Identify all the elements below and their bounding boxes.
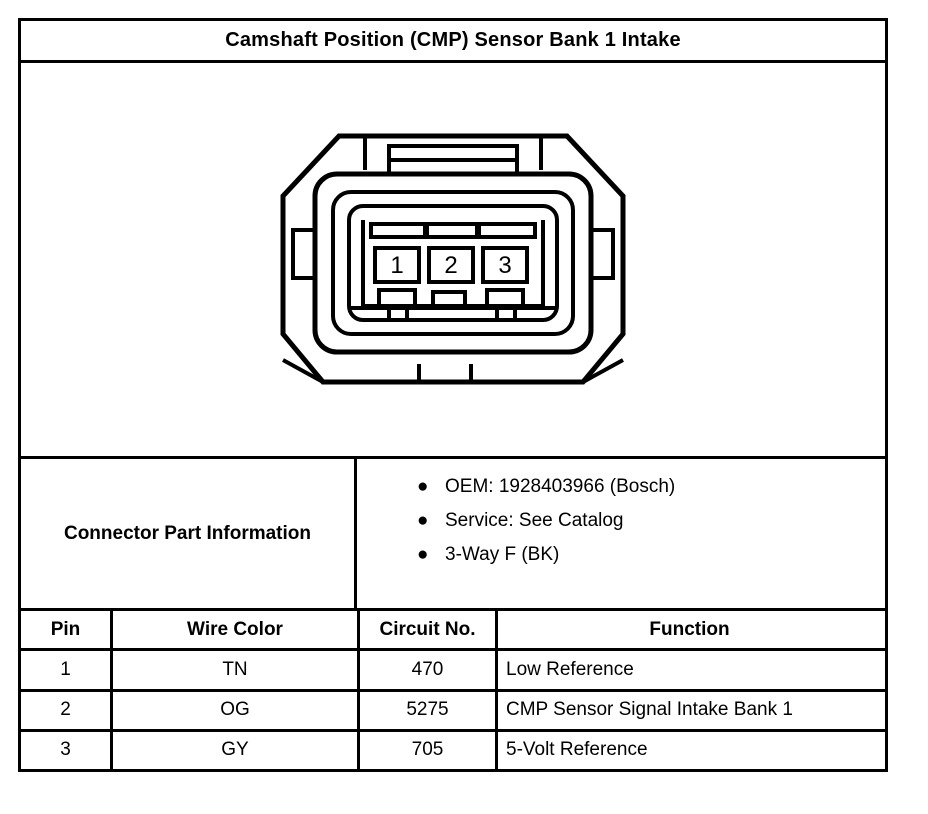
cell-pin: 3 [21, 731, 113, 769]
connector-part-information-label: Connector Part Information [63, 522, 311, 544]
pin-cavity-2 [427, 245, 475, 284]
document-title-bar: Camshaft Position (CMP) Sensor Bank 1 In… [21, 21, 885, 63]
column-header-circuit-no: Circuit No. [360, 611, 498, 649]
connector-bottom-rail [282, 357, 624, 384]
pin-cavity-1 [373, 245, 421, 284]
cell-function: 5-Volt Reference [506, 739, 648, 761]
connector-body-inner [347, 203, 559, 322]
connector-part-information-label-cell: Connector Part Information [21, 459, 357, 608]
connector-illustration: 1 2 3 [21, 120, 885, 400]
column-header-pin: Pin [21, 611, 113, 649]
list-item: ● Service: See Catalog [417, 509, 885, 533]
pin-cavity-3 [481, 245, 529, 284]
part-info-service: Service: See Catalog [445, 510, 624, 531]
pin-number-2: 2 [444, 252, 457, 279]
part-info-way-count: 3-Way F (BK) [445, 544, 560, 565]
cell-circuit: 705 [360, 731, 498, 769]
cell-color: TN [113, 651, 360, 689]
connector-diagram-panel: 1 2 3 [21, 63, 885, 459]
cell-function: CMP Sensor Signal Intake Bank 1 [506, 699, 793, 721]
table-row: 2 OG 5275 CMP Sensor Signal Intake Bank … [21, 691, 885, 732]
connector-part-information-row: Connector Part Information ● OEM: 192840… [21, 459, 885, 611]
terminal-slot-3 [477, 221, 537, 239]
cell-pin: 1 [21, 651, 113, 689]
column-header-wire-color: Wire Color [113, 611, 360, 649]
connector-side-tab-right [589, 227, 615, 280]
cell-function: Low Reference [506, 658, 634, 680]
cell-circuit: 470 [360, 651, 498, 689]
terminal-blade-2 [431, 289, 467, 308]
column-header-function: Function [649, 618, 730, 640]
connector-top-latch-outer [363, 133, 543, 170]
table-row: 3 GY 705 5-Volt Reference [21, 731, 885, 769]
connector-side-tab-left [291, 227, 317, 280]
pin-number-1: 1 [390, 252, 403, 279]
table-row: 1 TN 470 Low Reference [21, 651, 885, 692]
bullet-icon: ● [417, 476, 429, 497]
cell-color: OG [113, 691, 360, 729]
part-info-oem: OEM: 1928403966 (Bosch) [445, 476, 676, 497]
list-item: ● OEM: 1928403966 (Bosch) [417, 475, 885, 499]
page-title: Camshaft Position (CMP) Sensor Bank 1 In… [225, 29, 681, 51]
list-item: ● 3-Way F (BK) [417, 543, 885, 567]
cell-color: GY [113, 731, 360, 769]
pin-table: Pin Wire Color Circuit No. Function 1 TN… [21, 611, 885, 769]
connector-end-view-drawing: 1 2 3 [280, 133, 626, 384]
table-header-row: Pin Wire Color Circuit No. Function [21, 611, 885, 652]
terminal-slot-1 [369, 221, 429, 239]
bullet-icon: ● [417, 544, 429, 565]
cell-pin: 2 [21, 691, 113, 729]
bullet-icon: ● [417, 510, 429, 531]
terminal-slot-2 [423, 221, 479, 239]
pin-number-3: 3 [498, 252, 511, 279]
connector-part-information-list: ● OEM: 1928403966 (Bosch) ● Service: See… [357, 459, 885, 608]
connector-body-mid [331, 189, 575, 336]
document-frame: Camshaft Position (CMP) Sensor Bank 1 In… [18, 18, 888, 772]
pin-number-group: 1 2 3 [390, 252, 511, 279]
cell-circuit: 5275 [360, 691, 498, 729]
